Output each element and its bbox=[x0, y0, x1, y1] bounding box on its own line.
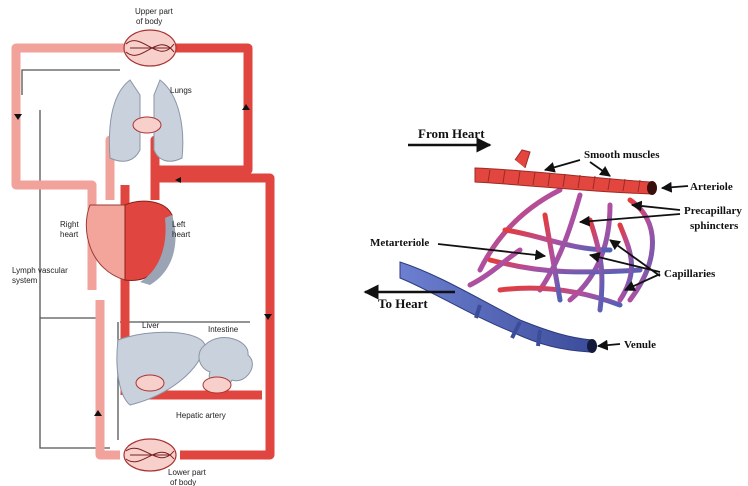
label-arteriole: Arteriole bbox=[690, 181, 733, 193]
label-upper-body-2: of body bbox=[136, 17, 162, 26]
venule-vessel bbox=[400, 262, 597, 353]
label-lungs: Lungs bbox=[170, 86, 192, 95]
label-intestine: Intestine bbox=[208, 325, 239, 334]
label-upper-body-1: Upper part bbox=[135, 7, 174, 16]
capillary-bed-lower bbox=[124, 439, 176, 471]
label-precapillary-2: sphincters bbox=[690, 220, 739, 232]
label-right-heart-1: Right bbox=[60, 220, 79, 229]
label-smooth-muscles: Smooth muscles bbox=[584, 149, 660, 161]
label-lymph-2: system bbox=[12, 276, 38, 285]
label-to-heart: To Heart bbox=[378, 296, 428, 311]
capillary-bed-upper bbox=[124, 30, 176, 66]
label-left-heart-2: heart bbox=[172, 230, 191, 239]
label-metarteriole: Metarteriole bbox=[370, 237, 429, 249]
microcirculation-diagram: From Heart bbox=[365, 126, 742, 353]
heart-organ bbox=[86, 201, 175, 285]
label-left-heart-1: Left bbox=[172, 220, 186, 229]
label-precapillary-1: Precapillary bbox=[684, 205, 742, 217]
label-from-heart: From Heart bbox=[418, 126, 485, 141]
circulation-diagram: Upper part of body Lungs Right heart Lef… bbox=[12, 7, 272, 486]
label-capillaries: Capillaries bbox=[664, 268, 716, 280]
intestine-organ bbox=[199, 338, 252, 393]
label-liver: Liver bbox=[142, 321, 160, 330]
label-lower-body-2: of body bbox=[170, 478, 196, 486]
label-lower-body-1: Lower part bbox=[168, 468, 207, 477]
label-lymph-1: Lymph vascular bbox=[12, 266, 68, 275]
label-venule: Venule bbox=[624, 339, 656, 351]
label-right-heart-2: heart bbox=[60, 230, 79, 239]
label-hepatic-artery: Hepatic artery bbox=[176, 411, 226, 420]
